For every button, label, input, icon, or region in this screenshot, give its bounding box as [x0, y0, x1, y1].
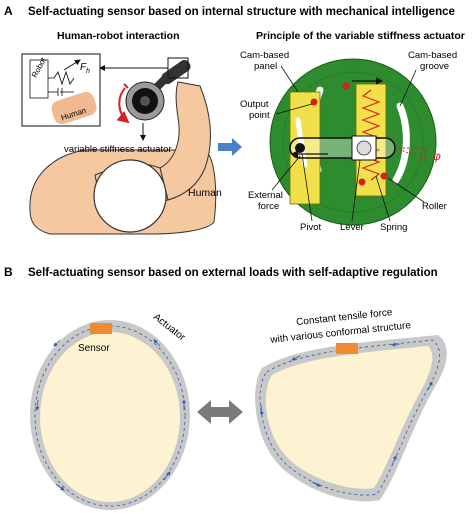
- label-pivot: Pivot: [300, 222, 321, 233]
- leader-output: [275, 103, 313, 115]
- leader-lever: [351, 159, 361, 222]
- rotation-arrow-tail: [123, 83, 129, 89]
- lever-center-block: [351, 135, 377, 161]
- human-head: [93, 159, 167, 233]
- label-cam-groove-1: Cam-based: [408, 50, 457, 61]
- inset-force-label: F: [80, 62, 87, 73]
- roller-bottom: [358, 178, 366, 186]
- lever-bar: [289, 137, 396, 159]
- label-output-1: Output: [240, 99, 269, 110]
- panel-a-heading: Self-actuating sensor based on internal …: [28, 6, 455, 18]
- phi-arc: [423, 147, 427, 159]
- actuator-loop-right: [255, 335, 447, 502]
- panel-a-transition-arrow: [218, 138, 242, 156]
- spring-coil: [361, 89, 381, 181]
- human-label: Human: [188, 187, 222, 199]
- label-external-2: force: [258, 201, 279, 212]
- actuator-loop-left: [30, 320, 190, 510]
- right-subtitle: Principle of the variable stiffness actu…: [256, 30, 465, 42]
- vsa-label: variable stiffness actuator: [64, 144, 172, 155]
- inset-force-sub: h: [86, 68, 90, 75]
- rotation-arrow-icon: [116, 87, 130, 124]
- sensor-right: [336, 343, 358, 354]
- label-lever: Lever: [340, 222, 364, 233]
- leader-cam-groove: [399, 69, 417, 107]
- roller-top-right: [342, 82, 350, 90]
- leader-external: [271, 155, 301, 191]
- center-gear: [356, 140, 372, 156]
- label-output-2: point: [249, 110, 270, 121]
- roller-right: [380, 172, 388, 180]
- leader-spring: [375, 175, 391, 222]
- vsa-actuator-icon: [125, 81, 165, 121]
- panel-b-heading: Self-actuating sensor based on external …: [28, 267, 438, 279]
- inset-force-arrow: [63, 59, 81, 71]
- leader-roller: [387, 177, 425, 203]
- label-spring: Spring: [380, 222, 407, 233]
- sensor-label: Sensor: [78, 343, 110, 354]
- leader-cam-panel: [280, 65, 299, 93]
- label-cam-groove-2: groove: [420, 61, 449, 72]
- panel-b-letter: B: [4, 265, 13, 279]
- phi-label: φ: [433, 149, 441, 163]
- panel-a-letter: A: [4, 4, 13, 18]
- pivot-point: [295, 143, 305, 153]
- phi-angle-line: [394, 147, 429, 161]
- transform-double-arrow: [197, 400, 243, 424]
- sensor-left: [90, 323, 112, 334]
- roller-top-left: [310, 98, 318, 106]
- label-external-1: External: [248, 190, 283, 201]
- leader-pivot: [301, 153, 313, 222]
- left-loop-flow-arrows: [35, 339, 186, 491]
- label-roller: Roller: [422, 201, 447, 212]
- label-cam-panel-1: Cam-based: [240, 50, 289, 61]
- label-cam-panel-2: panel: [254, 61, 277, 72]
- interaction-inset: [21, 53, 101, 127]
- panel-slot: [295, 117, 308, 168]
- right-loop-flow-arrows: [259, 342, 433, 487]
- left-subtitle: Human-robot interaction: [57, 30, 180, 42]
- cam-groove-right: [392, 102, 410, 184]
